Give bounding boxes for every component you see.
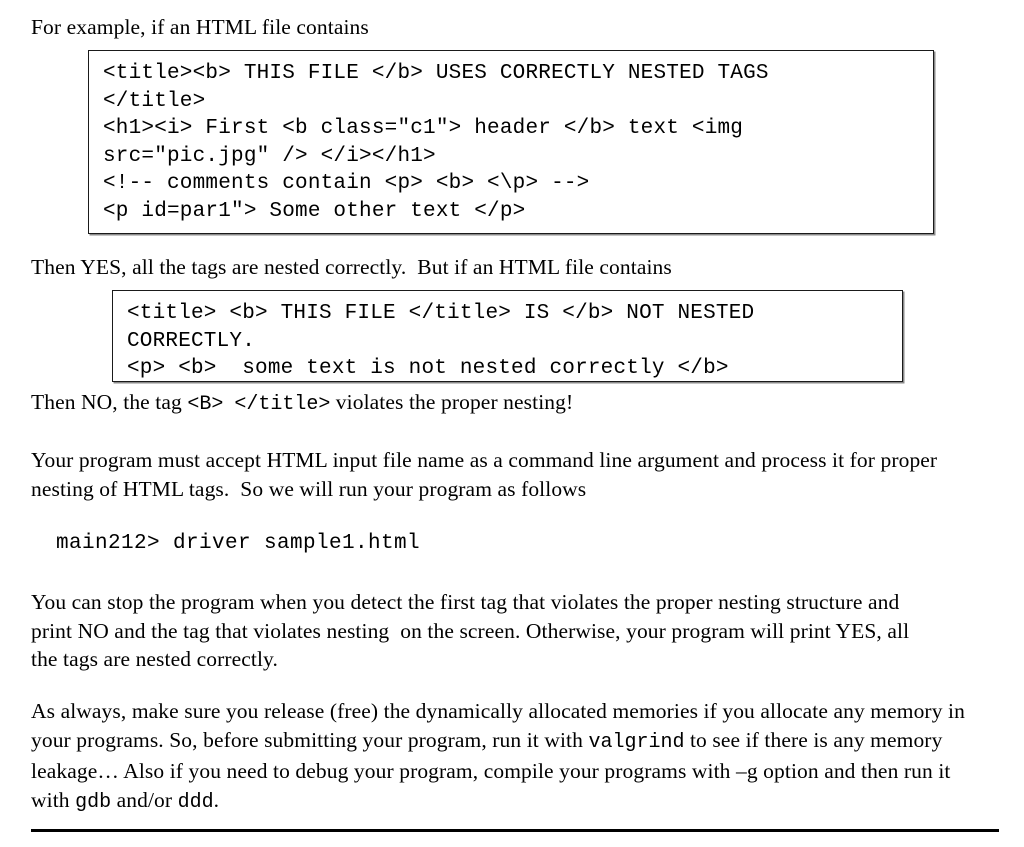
tool-gdb: gdb bbox=[75, 790, 112, 814]
then-yes-paragraph: Then YES, all the tags are nested correc… bbox=[31, 255, 672, 279]
code-example-box-correct: <title><b> THIS FILE </b> USES CORRECTLY… bbox=[88, 50, 934, 234]
memory-management-paragraph: As always, make sure you release (free) … bbox=[31, 697, 976, 817]
tool-ddd: ddd bbox=[177, 790, 214, 814]
stop-behavior-paragraph: You can stop the program when you detect… bbox=[31, 590, 915, 671]
then-no-paragraph: Then NO, the tag <B> </title> violates t… bbox=[31, 388, 821, 420]
code-block-correct-nesting: <title><b> THIS FILE </b> USES CORRECTLY… bbox=[103, 62, 769, 223]
memory-text-part2: to see if there is any memory leakage… A… bbox=[31, 727, 956, 812]
then-no-tag-title-close: </title> bbox=[234, 393, 331, 416]
intro-paragraph: For example, if an HTML file contains bbox=[31, 15, 369, 39]
requirements-paragraph: Your program must accept HTML input file… bbox=[31, 448, 943, 501]
footer-divider bbox=[31, 829, 999, 832]
memory-text-part4: . bbox=[213, 787, 220, 812]
code-block-incorrect-nesting: <title> <b> THIS FILE </title> IS </b> N… bbox=[127, 302, 755, 380]
then-no-text-part1: Then NO, the tag bbox=[31, 390, 188, 414]
memory-text-part1: As always, make sure you release (free) … bbox=[31, 699, 971, 752]
sample-command-line: main212> driver sample1.html bbox=[56, 532, 421, 555]
memory-text-part3: and/or bbox=[111, 787, 178, 812]
tool-valgrind: valgrind bbox=[588, 730, 685, 754]
then-no-spacer bbox=[223, 390, 234, 414]
then-no-text-part3: violates the proper nesting! bbox=[330, 390, 574, 414]
then-no-tag-b: <B> bbox=[187, 393, 224, 416]
code-example-box-incorrect: <title> <b> THIS FILE </title> IS </b> N… bbox=[112, 290, 903, 382]
